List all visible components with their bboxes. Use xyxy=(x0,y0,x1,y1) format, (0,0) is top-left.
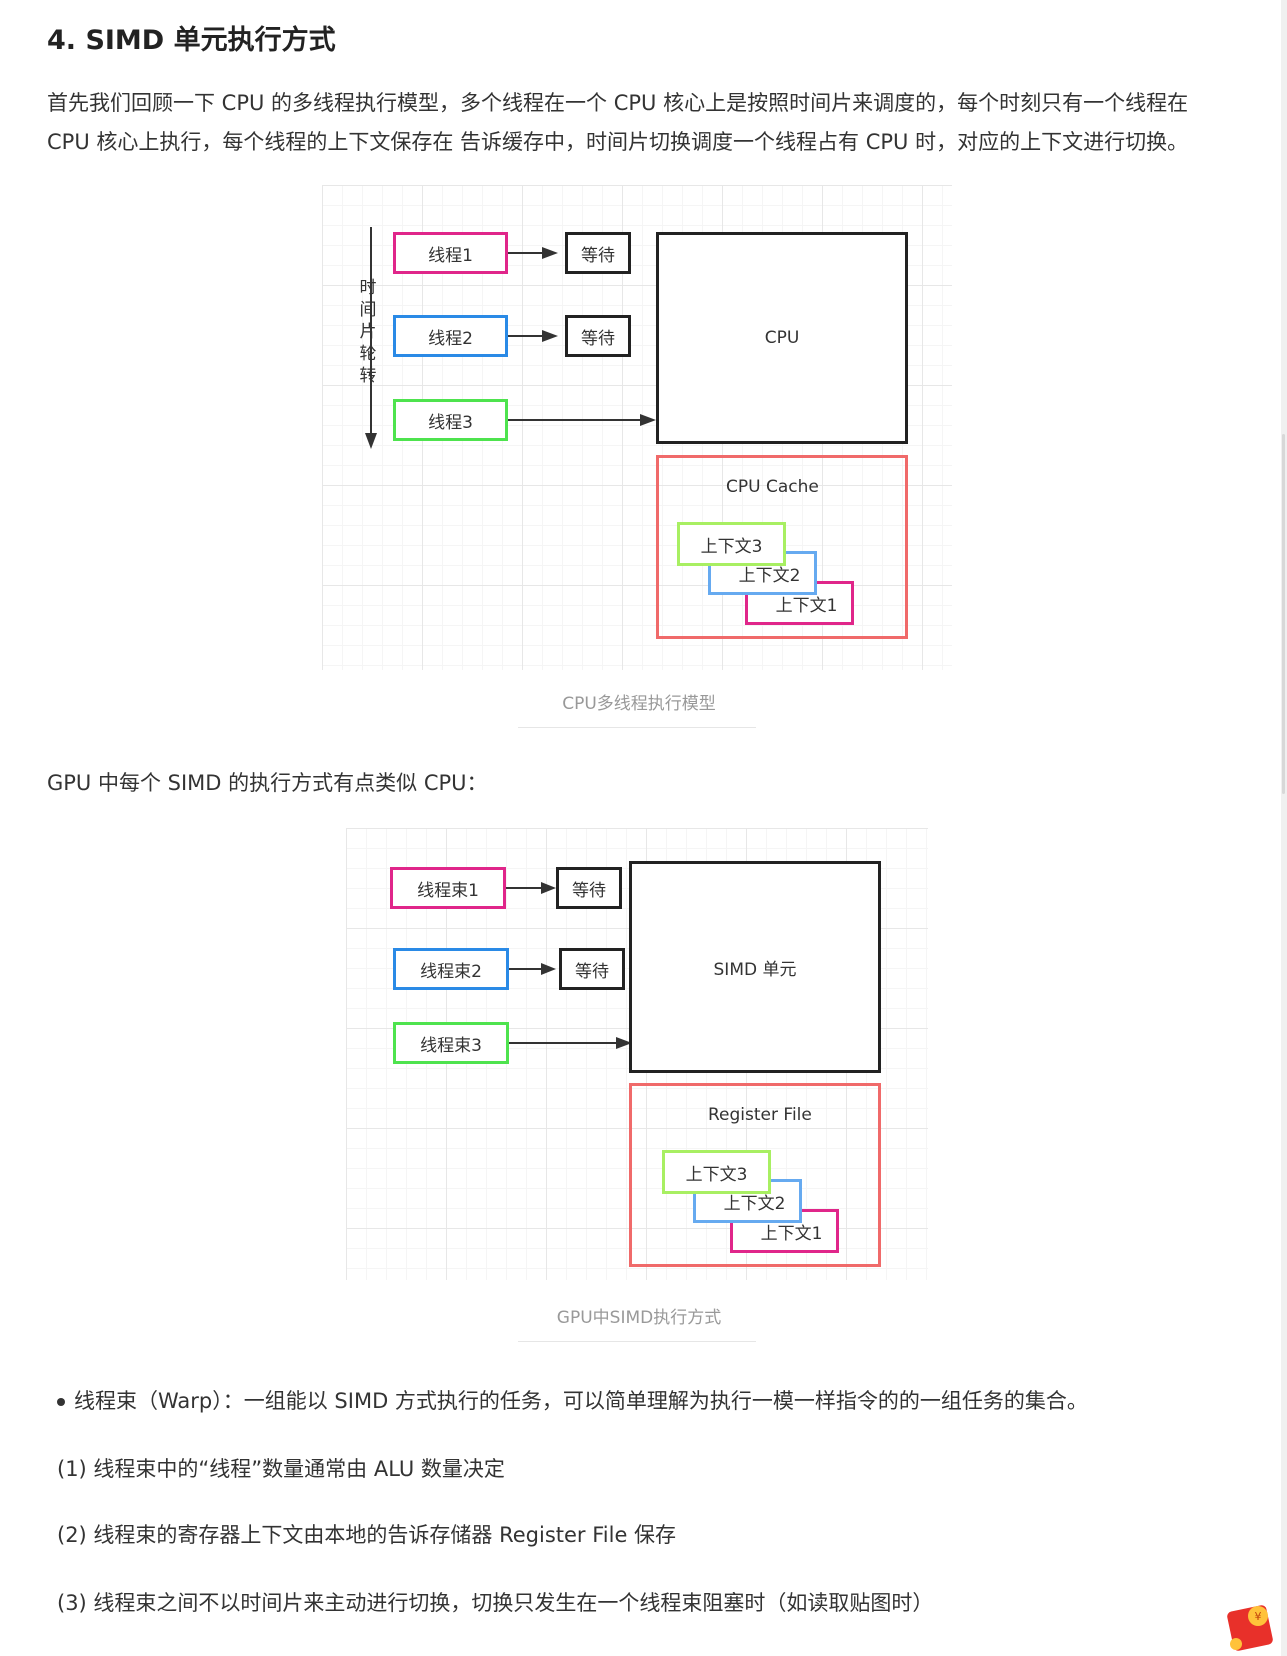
cpu-multithread-diagram: 时 间 片 轮 转 线程1 线程2 线程3 等待 等待 CPU CPU Cach… xyxy=(322,185,952,670)
thread-3-box: 线程3 xyxy=(393,399,508,441)
cpu-cache-box xyxy=(656,455,908,639)
wait-box-1: 等待 xyxy=(565,232,631,274)
intro-line-2: CPU 核心上执行，每个线程的上下文保存在 告诉缓存中，时间片切换调度一个线程占… xyxy=(47,130,1189,154)
bullet-dot xyxy=(57,1398,65,1406)
figure-2-caption: GPU中SIMD执行方式 xyxy=(556,1308,722,1328)
context-3-box: 上下文3 xyxy=(677,522,786,566)
gpu-intro: GPU 中每个 SIMD 的执行方式有点类似 CPU： xyxy=(47,771,488,795)
time-axis-arrowhead xyxy=(365,433,377,449)
diagram-arrows-2 xyxy=(506,882,632,1049)
warp-2-box: 线程束2 xyxy=(393,948,509,990)
wait-box-2: 等待 xyxy=(565,315,631,357)
figure-1-caption: CPU多线程执行模型 xyxy=(562,694,716,714)
arrow-warp3-head xyxy=(616,1037,632,1049)
cpu-box: CPU xyxy=(656,232,908,444)
warp-1-box: 线程束1 xyxy=(390,867,506,909)
point-2: (2) 线程束的寄存器上下文由本地的告诉存储器 Register File 保存 xyxy=(57,1523,677,1547)
thread-2-box: 线程2 xyxy=(393,315,508,357)
register-file-title: Register File xyxy=(708,1105,812,1125)
point-3: (3) 线程束之间不以时间片来主动进行切换，切换只发生在一个线程束阻塞时（如读取… xyxy=(57,1591,934,1615)
warp-wait-box-1: 等待 xyxy=(556,867,622,909)
arrow-thread3-head xyxy=(640,414,656,426)
arrow-warp2-head xyxy=(541,963,556,975)
arrow-warp1-head xyxy=(541,882,556,894)
simd-unit-box: SIMD 单元 xyxy=(629,861,881,1073)
gpu-simd-diagram: 线程束1 线程束2 线程束3 等待 等待 SIMD 单元 Register Fi… xyxy=(346,828,928,1280)
thread-1-box: 线程1 xyxy=(393,232,508,274)
red-packet-icon[interactable]: ¥ xyxy=(1224,1600,1280,1652)
figure-1-caption-rule xyxy=(518,727,756,728)
section-heading: 4. SIMD 单元执行方式 xyxy=(47,25,336,56)
right-scroll-thumb[interactable] xyxy=(1282,434,1285,794)
right-scroll-track[interactable] xyxy=(1281,0,1287,1656)
diagram-arrows xyxy=(365,227,656,449)
figure-2-caption-rule xyxy=(518,1341,756,1342)
register-file-box xyxy=(629,1083,881,1267)
point-1: (1) 线程束中的“线程”数量通常由 ALU 数量决定 xyxy=(57,1457,505,1481)
time-slice-label: 时 间 片 轮 转 xyxy=(359,278,377,386)
warp-3-box: 线程束3 xyxy=(393,1022,509,1064)
cpu-cache-title: CPU Cache xyxy=(726,477,819,497)
svg-text:¥: ¥ xyxy=(1255,1610,1262,1623)
intro-line-1: 首先我们回顾一下 CPU 的多线程执行模型，多个线程在一个 CPU 核心上是按照… xyxy=(47,91,1189,115)
warp-context-3-box: 上下文3 xyxy=(662,1150,771,1194)
warp-definition: 线程束（Warp）：一组能以 SIMD 方式执行的任务，可以简单理解为执行一模一… xyxy=(74,1389,1088,1413)
arrow-thread2-head xyxy=(542,330,558,342)
warp-wait-box-2: 等待 xyxy=(559,948,625,990)
arrow-thread1-head xyxy=(542,247,558,259)
